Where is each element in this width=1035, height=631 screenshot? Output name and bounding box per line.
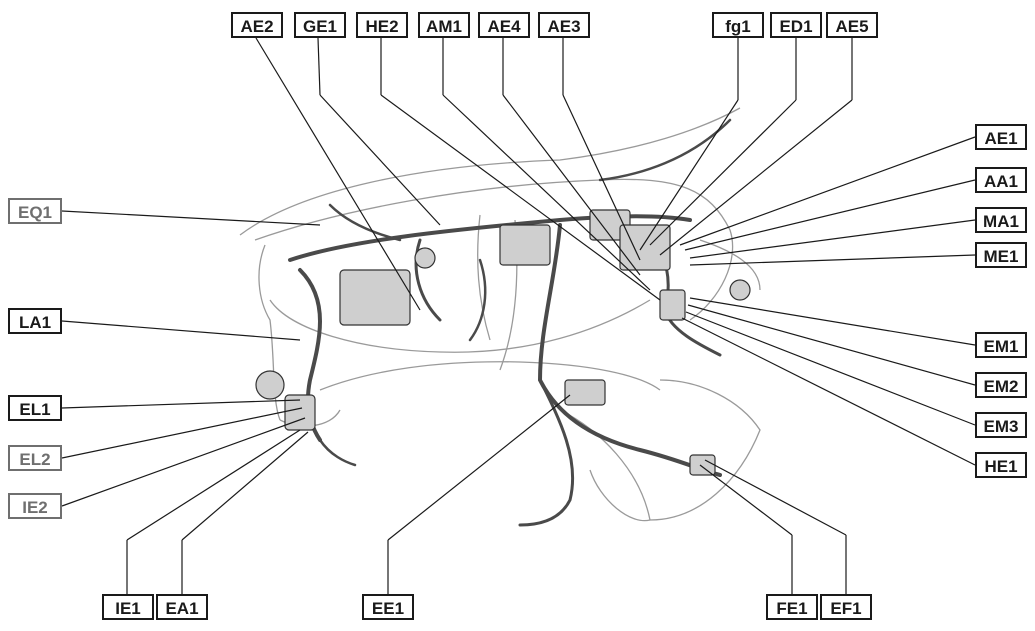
label-EL2: EL2 [8, 445, 62, 471]
harness-components [255, 209, 751, 476]
label-AE5: AE5 [826, 12, 878, 38]
leader-lines [61, 37, 976, 594]
label-EQ1: EQ1 [8, 198, 62, 224]
label-LA1: LA1 [8, 308, 62, 334]
label-EA1: EA1 [156, 594, 208, 620]
label-fg1: fg1 [712, 12, 764, 38]
label-EE1: EE1 [362, 594, 414, 620]
label-AE4: AE4 [478, 12, 530, 38]
label-AE3: AE3 [538, 12, 590, 38]
label-HE1: HE1 [975, 452, 1027, 478]
label-AE1: AE1 [975, 124, 1027, 150]
dashboard-outline [239, 107, 761, 522]
label-IE2: IE2 [8, 493, 62, 519]
label-EL1: EL1 [8, 395, 62, 421]
label-EF1: EF1 [820, 594, 872, 620]
label-GE1: GE1 [294, 12, 346, 38]
label-EM1: EM1 [975, 332, 1027, 358]
label-EM2: EM2 [975, 372, 1027, 398]
label-HE2: HE2 [356, 12, 408, 38]
label-ED1: ED1 [770, 12, 822, 38]
label-IE1: IE1 [102, 594, 154, 620]
label-FE1: FE1 [766, 594, 818, 620]
label-ME1: ME1 [975, 242, 1027, 268]
label-AE2: AE2 [231, 12, 283, 38]
label-MA1: MA1 [975, 207, 1027, 233]
label-AM1: AM1 [418, 12, 470, 38]
label-AA1: AA1 [975, 167, 1027, 193]
label-EM3: EM3 [975, 412, 1027, 438]
